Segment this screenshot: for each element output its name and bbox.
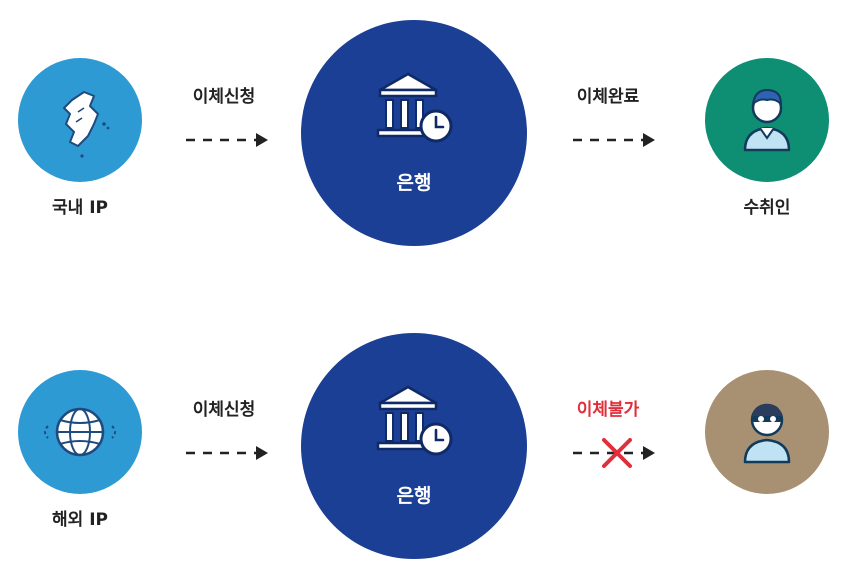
bank-node: 은행 [301, 20, 527, 246]
target-node-recipient [705, 58, 829, 182]
target-node-blocked [705, 370, 829, 494]
arrow-right-icon [186, 133, 268, 147]
globe-icon [44, 407, 116, 457]
arrow-right-icon [573, 133, 655, 147]
bank-node: 은행 [301, 333, 527, 559]
result-label: 이체완료 [576, 87, 640, 107]
cross-icon [602, 438, 632, 468]
bank-label: 은행 [396, 172, 432, 194]
korea-map-icon [63, 91, 110, 158]
bank-clock-icon [376, 72, 453, 143]
bank-clock-icon [376, 385, 453, 456]
bank-label: 은행 [396, 485, 432, 507]
source-label: 국내 IP [52, 198, 108, 218]
source-label: 해외 IP [52, 510, 108, 530]
blocked-arrow-icon [573, 438, 655, 468]
person-icon [743, 88, 791, 152]
result-label-blocked: 이체불가 [576, 400, 640, 420]
request-label: 이체신청 [192, 87, 256, 107]
request-label: 이체신청 [192, 400, 256, 420]
source-node-overseas [18, 370, 142, 494]
source-node-domestic [18, 58, 142, 182]
arrow-right-icon [186, 446, 268, 460]
target-label: 수취인 [743, 198, 791, 218]
masked-person-icon [743, 403, 791, 464]
